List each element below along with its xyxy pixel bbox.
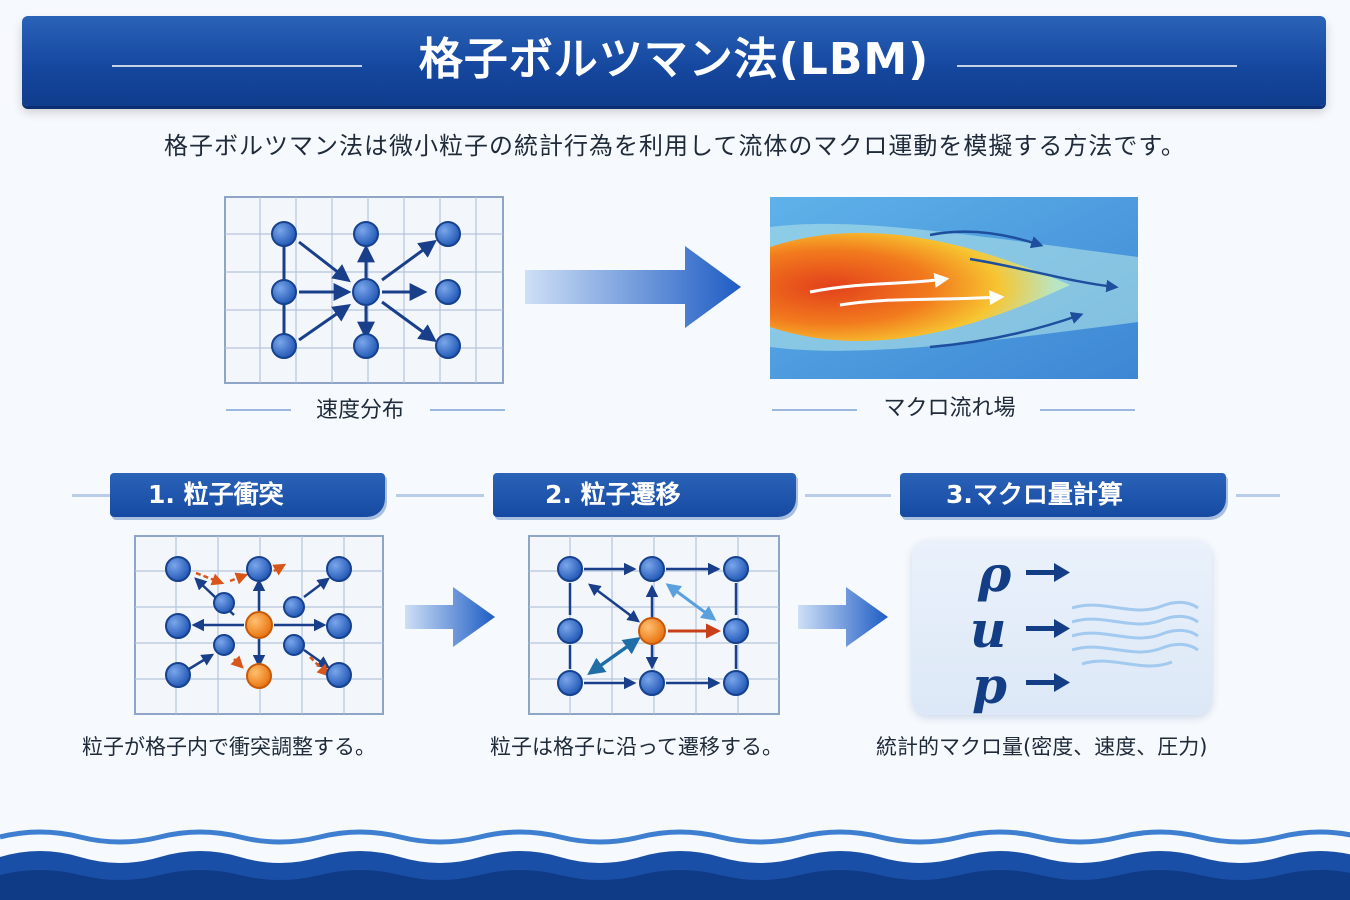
step-2-tab: 2. 粒子遷移	[493, 473, 796, 517]
step-arrow-2	[798, 587, 888, 647]
step-divider-line	[396, 494, 484, 497]
step-1-description: 粒子が格子内で衝突調整する。	[82, 735, 376, 759]
page-title: 格子ボルツマン法(LBM)	[418, 34, 930, 85]
caption-line	[772, 409, 857, 411]
density-symbol: ρ	[978, 544, 1012, 603]
velocity-symbol: u	[970, 600, 1007, 659]
particle-collision-diagram	[134, 535, 384, 715]
banner-line-right	[957, 65, 1237, 67]
velocity-distribution-diagram	[224, 196, 504, 384]
symbol-arrows	[1026, 563, 1070, 692]
title-banner: 格子ボルツマン法(LBM)	[22, 16, 1326, 106]
caption-line	[226, 409, 291, 411]
caption-line	[430, 409, 505, 411]
bottom-wave-decoration	[0, 829, 1350, 900]
pressure-symbol: p	[972, 656, 1007, 715]
velocity-distribution-caption: 速度分布	[315, 398, 404, 423]
step-divider-line	[1236, 494, 1280, 497]
macro-flow-field-diagram	[770, 197, 1138, 379]
caption-line	[1040, 409, 1135, 411]
step-3-description: 統計的マクロ量(密度、速度、圧力)	[876, 735, 1208, 759]
step-divider-line	[805, 494, 891, 497]
banner-line-left	[112, 65, 362, 67]
step-arrow-1	[405, 587, 495, 647]
flow-wave-lines	[1072, 600, 1199, 668]
step-2-description: 粒子は格子に沿って遷移する。	[490, 735, 783, 759]
step-divider-line	[72, 494, 112, 497]
big-flow-arrow	[525, 246, 741, 328]
intro-text: 格子ボルツマン法は微小粒子の統計行為を利用して流体のマクロ運動を模擬する方法です…	[164, 132, 1186, 160]
step-3-tab: 3.マクロ量計算	[900, 473, 1226, 517]
macro-quantities-panel: ρ u p	[912, 540, 1212, 715]
particle-streaming-diagram	[528, 535, 780, 715]
macro-flow-caption: マクロ流れ場	[883, 396, 1016, 421]
step-1-tab: 1. 粒子衝突	[110, 473, 385, 517]
